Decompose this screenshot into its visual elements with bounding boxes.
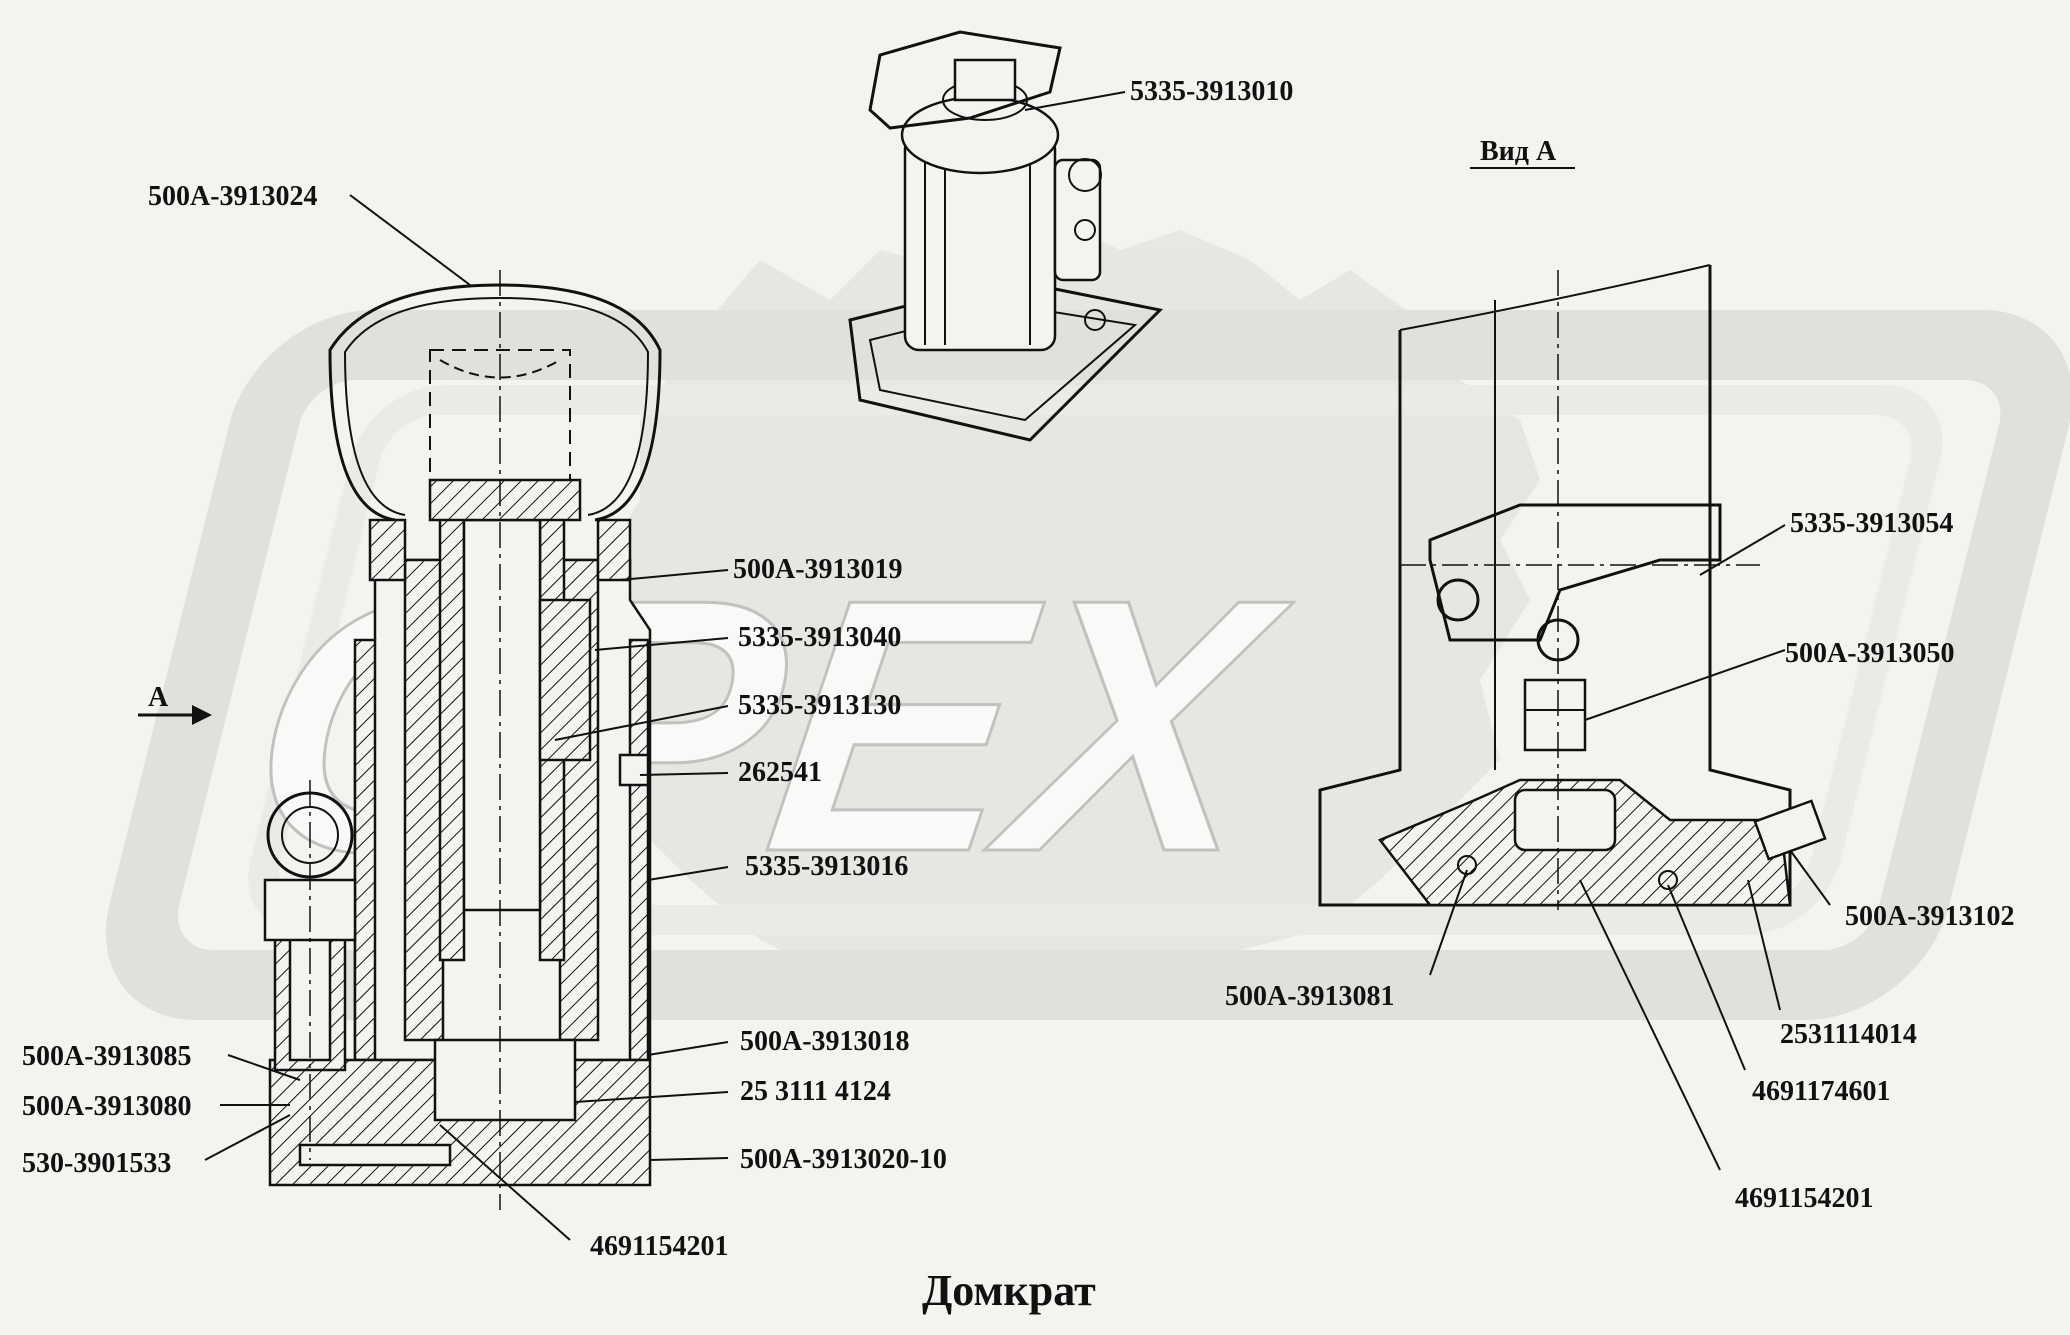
watermark-gear bbox=[590, 215, 1540, 1020]
leader-lines bbox=[204, 91, 1831, 1241]
label-4691174601: 4691174601 bbox=[1752, 1076, 1890, 1107]
label-4691154201-left: 4691154201 bbox=[590, 1231, 728, 1262]
watermark-frame-outer bbox=[105, 310, 2070, 1020]
label-500A-3913081: 500А-3913081 bbox=[1225, 981, 1395, 1012]
drawing-title: Домкрат bbox=[922, 1266, 1096, 1315]
view-a-title: Вид А bbox=[1480, 136, 1557, 167]
label-500A-3913080: 500А-3913080 bbox=[22, 1091, 192, 1122]
label-500A-3913085: 500А-3913085 bbox=[22, 1041, 192, 1072]
watermark-frame-inner bbox=[248, 385, 1943, 935]
label-25-3111-4124: 25 3111 4124 bbox=[740, 1076, 891, 1107]
view-a bbox=[1318, 167, 1827, 910]
label-500A-3913024: 500А-3913024 bbox=[148, 181, 318, 212]
view-arrow: А bbox=[138, 682, 212, 725]
label-5335-3913016: 5335-3913016 bbox=[745, 851, 908, 882]
label-500A-3913020-10: 500А-3913020-10 bbox=[740, 1144, 947, 1175]
label-5335-3913040: 5335-3913040 bbox=[738, 622, 901, 653]
label-530-3901533: 530-3901533 bbox=[22, 1148, 171, 1179]
jack-section-view bbox=[263, 270, 662, 1210]
label-500A-3913050: 500А-3913050 bbox=[1785, 638, 1955, 669]
label-500A-3913102: 500А-3913102 bbox=[1845, 901, 2015, 932]
arrow-a-label: А bbox=[148, 682, 169, 713]
label-5335-3913054: 5335-3913054 bbox=[1790, 508, 1953, 539]
label-4691154201-right: 4691154201 bbox=[1735, 1183, 1873, 1214]
label-5335-3913130: 5335-3913130 bbox=[738, 690, 901, 721]
label-2531114014: 2531114014 bbox=[1780, 1019, 1917, 1050]
jack-perspective-view bbox=[848, 30, 1164, 442]
label-262541: 262541 bbox=[738, 757, 822, 788]
label-500A-3913019: 500А-3913019 bbox=[733, 554, 903, 585]
label-5335-3913010: 5335-3913010 bbox=[1130, 76, 1293, 107]
part-labels: 5335-3913010 500А-3913024 500А-3913019 5… bbox=[22, 76, 2015, 1262]
label-500A-3913018: 500А-3913018 bbox=[740, 1026, 910, 1057]
